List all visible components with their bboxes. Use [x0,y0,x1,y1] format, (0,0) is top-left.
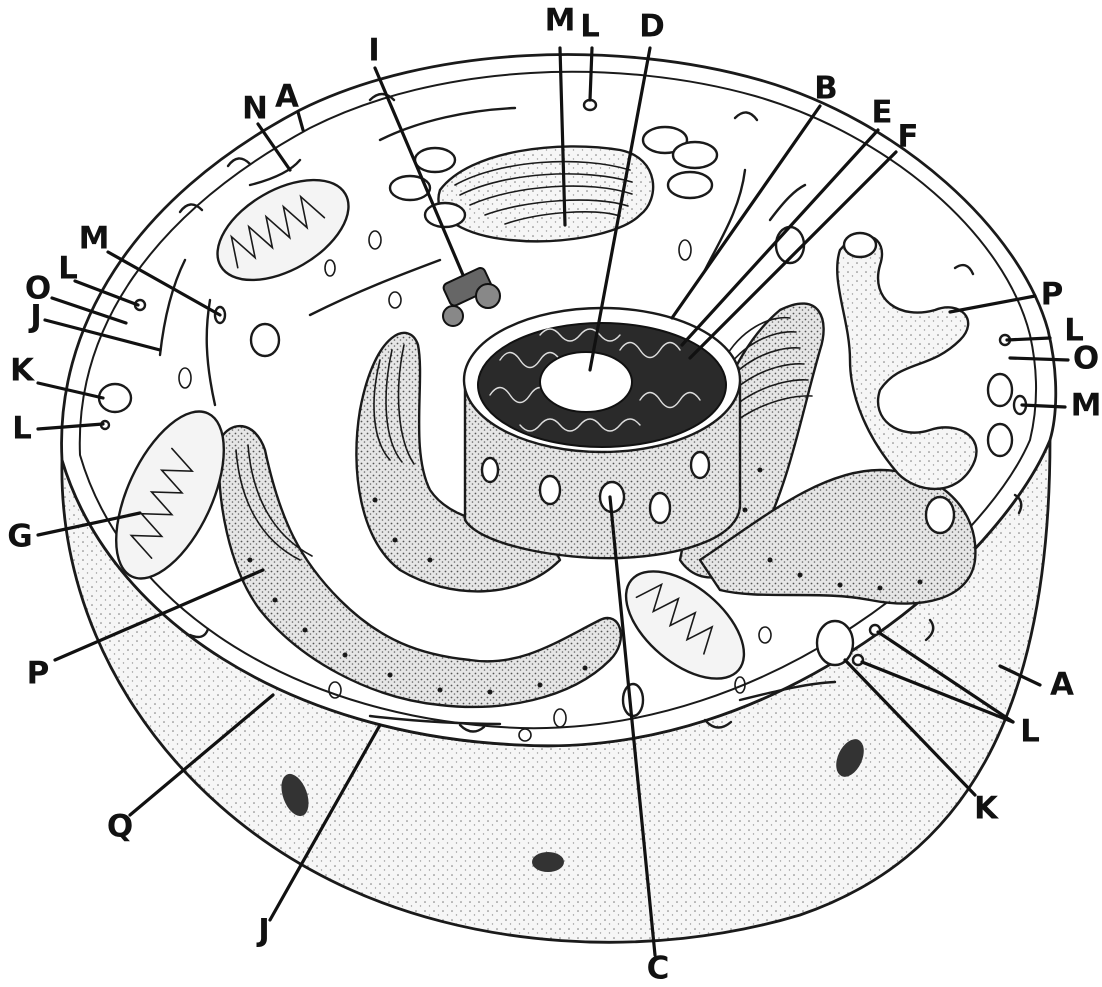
label-k-right: K [974,791,999,827]
label-e: E [871,95,892,131]
label-l-top: L [580,9,600,45]
label-m-left: M [79,221,110,257]
label-n: N [242,91,268,127]
label-m-top: M [545,3,576,39]
label-p-left: P [27,656,50,692]
label-c: C [647,951,670,987]
label-p-right: P [1041,277,1064,313]
label-m-right: M [1071,388,1102,424]
label-b: B [814,71,838,107]
label-d: D [639,9,665,45]
label-o-right: O [1073,341,1099,377]
label-i: I [368,33,380,69]
label-a-right: A [1050,667,1074,703]
nucleus [464,308,740,558]
label-j-bottom: J [256,913,270,949]
label-l-right-lower: L [1020,714,1040,750]
label-o-left: O [25,271,51,307]
label-k-left: K [10,353,35,389]
label-q: Q [107,809,133,845]
label-f: F [897,119,918,155]
label-l-left-upper: L [58,251,78,287]
label-a-top: A [275,79,299,115]
label-g: G [7,519,32,555]
label-l-left-lower: L [12,411,32,447]
